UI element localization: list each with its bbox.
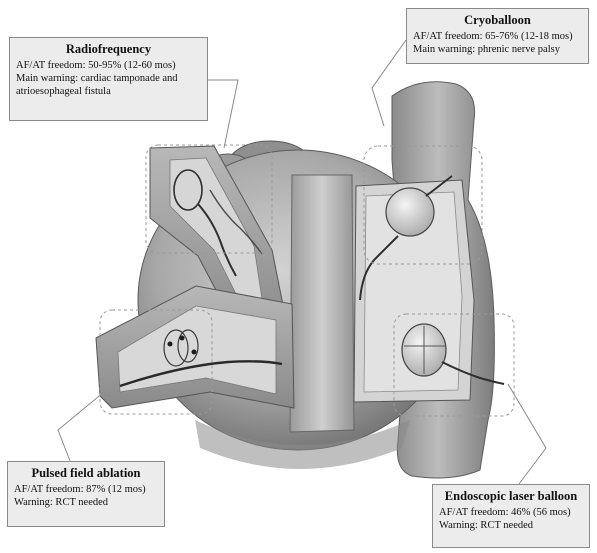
callout-line: AF/AT freedom: 46% (56 mos): [439, 506, 583, 519]
pfa-leader: [58, 392, 104, 461]
laser-balloon-callout: Endoscopic laser balloon AF/AT freedom: …: [432, 484, 590, 548]
callout-title: Endoscopic laser balloon: [439, 489, 583, 504]
callout-line: Main warning: cardiac tamponade and: [16, 72, 201, 85]
callout-title: Pulsed field ablation: [14, 466, 158, 481]
pulsed-field-callout: Pulsed field ablation AF/AT freedom: 87%…: [7, 461, 165, 527]
callout-line: AF/AT freedom: 87% (12 mos): [14, 483, 158, 496]
septal-band: [290, 175, 354, 432]
callout-line: Warning: RCT needed: [439, 519, 583, 532]
callout-line: atrioesophageal fistula: [16, 85, 201, 98]
cryoballoon-callout: Cryoballoon AF/AT freedom: 65-76% (12-18…: [406, 8, 589, 64]
callout-line: Main warning: phrenic nerve palsy: [413, 43, 582, 56]
callout-line: AF/AT freedom: 65-76% (12-18 mos): [413, 30, 582, 43]
lower-left-vein: [96, 286, 294, 408]
rf-leader: [208, 80, 238, 148]
callout-title: Cryoballoon: [413, 13, 582, 28]
callout-line: AF/AT freedom: 50-95% (12-60 mos): [16, 59, 201, 72]
callout-title: Radiofrequency: [16, 42, 201, 57]
radiofrequency-callout: Radiofrequency AF/AT freedom: 50-95% (12…: [9, 37, 208, 121]
callout-line: Warning: RCT needed: [14, 496, 158, 509]
